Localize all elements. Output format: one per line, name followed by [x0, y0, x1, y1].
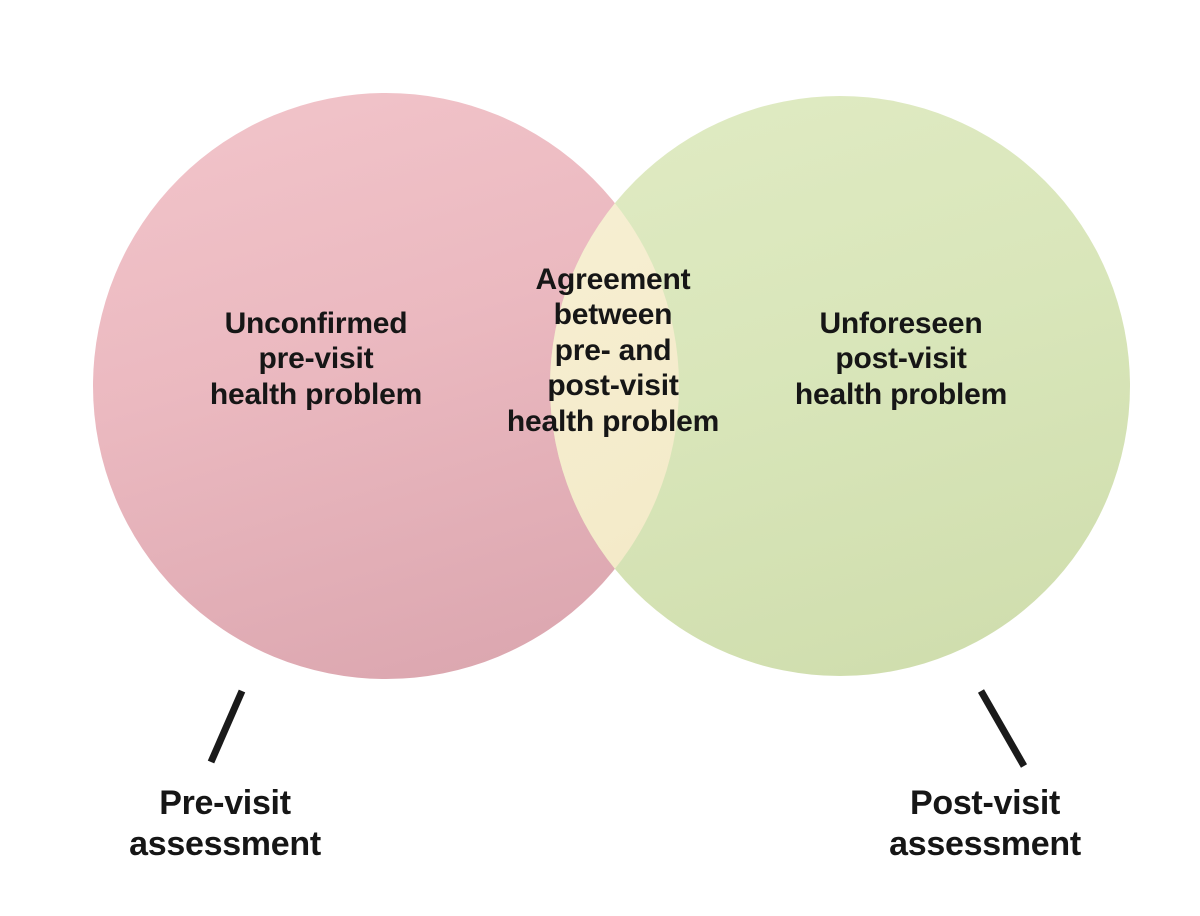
leader-line-left [207, 689, 246, 764]
set-circle-right [550, 96, 1130, 676]
leader-line-right [977, 689, 1028, 768]
set-circle-left [93, 93, 679, 679]
